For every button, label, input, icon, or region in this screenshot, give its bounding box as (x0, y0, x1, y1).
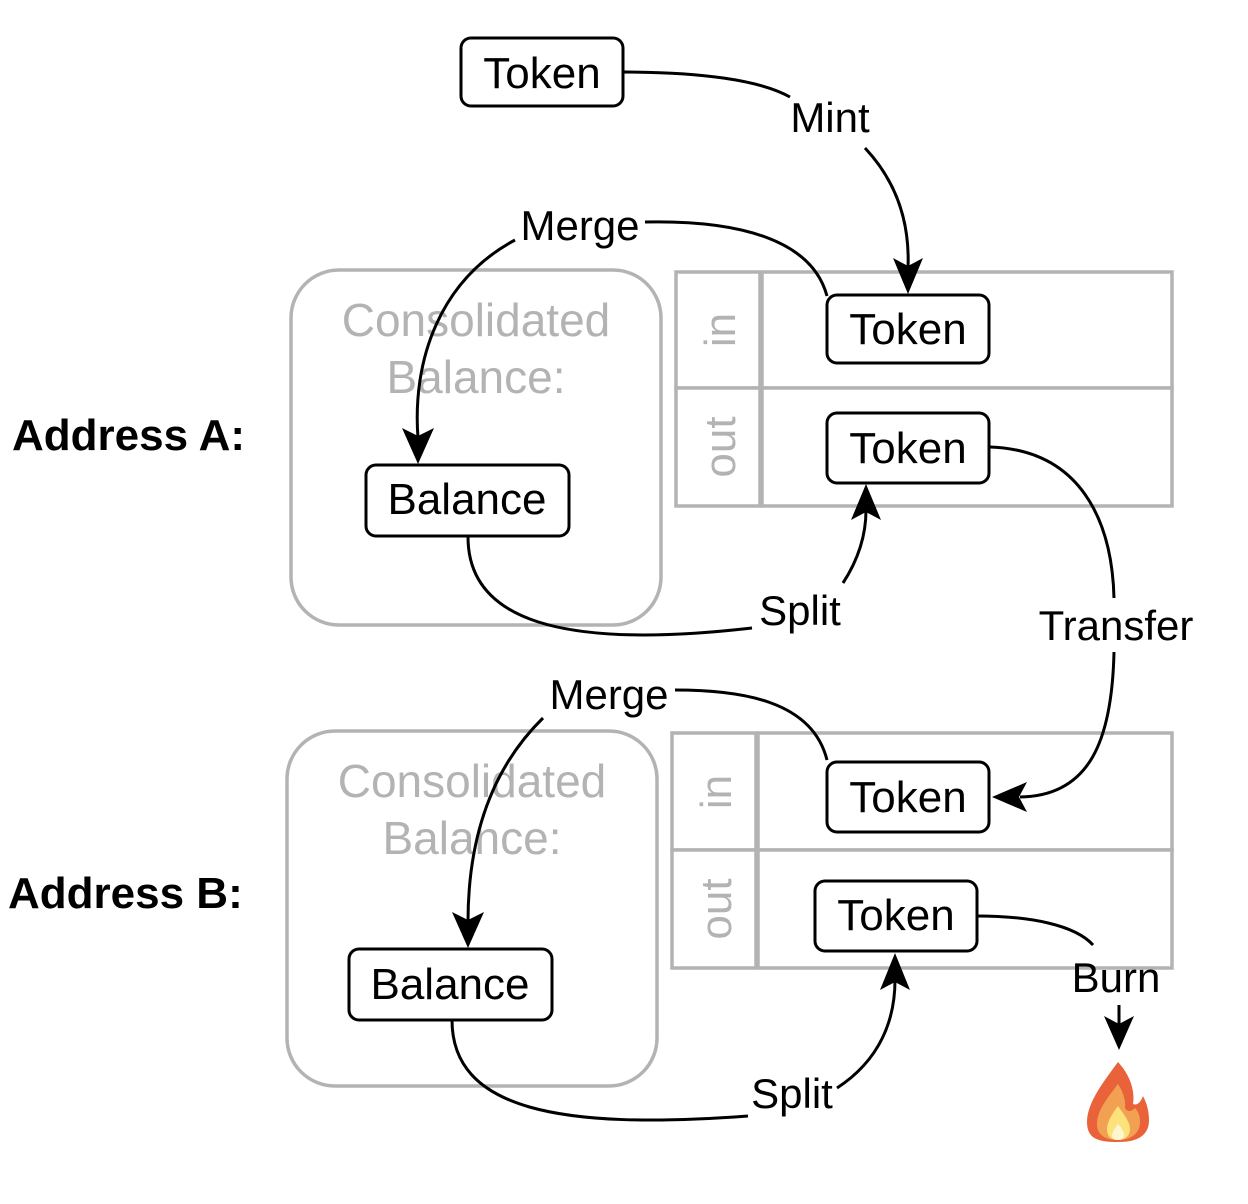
lane-out-header-b (670, 848, 758, 970)
split-b-edge-right (836, 979, 897, 1090)
mint-label: Mint (790, 94, 870, 141)
address-b-out-token-node[interactable]: Token (813, 879, 979, 953)
edges (402, 70, 1134, 1122)
address-a-label: Address A: (12, 411, 245, 460)
split-b-arrowhead (880, 953, 910, 990)
address-a-balance-node[interactable]: Balance (364, 463, 571, 538)
lane-in-header-a (674, 270, 762, 390)
burn-arrowhead (1104, 1016, 1134, 1050)
lane-in-label-a: in (696, 313, 745, 347)
address-b-label: Address B: (8, 869, 243, 918)
nodes: Token Token Token Balance Token Token (347, 36, 991, 1022)
merge-a-edge-left (415, 238, 516, 439)
address-b-in-token-box[interactable] (825, 760, 991, 834)
merge-b-label: Merge (549, 671, 668, 718)
consolidated-label-b-line2: Balance: (382, 812, 561, 864)
edge-labels: Mint Merge Split Transfer Merge Split Bu… (520, 94, 1193, 1117)
transfer-edge-upper (989, 445, 1116, 599)
merge-a-edge-right (644, 220, 829, 297)
address-a-balance-text: Balance (387, 475, 546, 524)
address-b-balance-box[interactable] (347, 947, 554, 1022)
consolidated-label-a-line2: Balance: (386, 351, 565, 403)
address-a-out-token-text: Token (849, 424, 966, 473)
address-a-out-token-box[interactable] (825, 411, 991, 485)
address-b-in-token-node[interactable]: Token (825, 760, 991, 834)
split-b-edge-left (450, 1019, 749, 1122)
address-a-in-token-box[interactable] (825, 293, 991, 365)
address-a-in-token-text: Token (849, 305, 966, 354)
fire-icon (1087, 1062, 1149, 1142)
address-b-group: Address B: Consolidated Balance: in out (8, 729, 1174, 1088)
merge-b-edge-left (466, 716, 545, 923)
address-a-out-token-node[interactable]: Token (825, 411, 991, 485)
address-b-out-token-text: Token (837, 891, 954, 940)
lane-out-header-a (674, 386, 762, 508)
mint-source-token-text: Token (483, 49, 600, 98)
mint-source-token-box[interactable] (459, 36, 625, 108)
address-a-balance-box[interactable] (364, 463, 571, 538)
address-a-in-token-node[interactable]: Token (825, 293, 991, 365)
transfer-arrowhead (992, 782, 1027, 812)
split-a-arrowhead (851, 484, 881, 520)
split-b-label: Split (751, 1070, 833, 1117)
burn-label: Burn (1072, 954, 1161, 1001)
split-a-edge-right (841, 509, 868, 584)
consolidated-label-b-line1: Consolidated (338, 755, 607, 807)
mint-source-token-node[interactable]: Token (459, 36, 625, 108)
fire-core-flame (1112, 1124, 1124, 1140)
fire-inner-flame (1107, 1106, 1130, 1140)
mint-edge-upper (622, 70, 791, 99)
mint-edge-lower (863, 146, 910, 269)
address-b-out-token-box[interactable] (813, 879, 979, 953)
transfer-edge-lower (1019, 651, 1116, 799)
address-b-in-token-text: Token (849, 773, 966, 822)
lane-out-label-b: out (692, 878, 741, 939)
merge-a-label: Merge (520, 202, 639, 249)
merge-b-arrowhead (452, 912, 484, 948)
address-b-balance-text: Balance (370, 960, 529, 1009)
mint-arrowhead (893, 258, 923, 294)
split-a-label: Split (759, 587, 841, 634)
burn-edge-upper (976, 914, 1095, 947)
transfer-label: Transfer (1039, 602, 1194, 649)
lane-in-header-b (670, 731, 758, 852)
consolidated-label-a-line1: Consolidated (342, 294, 611, 346)
split-a-edge-left (466, 536, 753, 637)
address-b-balance-node[interactable]: Balance (347, 947, 554, 1022)
lane-out-label-a: out (696, 416, 745, 477)
merge-a-arrowhead (402, 428, 434, 464)
merge-b-edge-right (674, 688, 829, 761)
lane-in-label-b: in (692, 775, 741, 809)
